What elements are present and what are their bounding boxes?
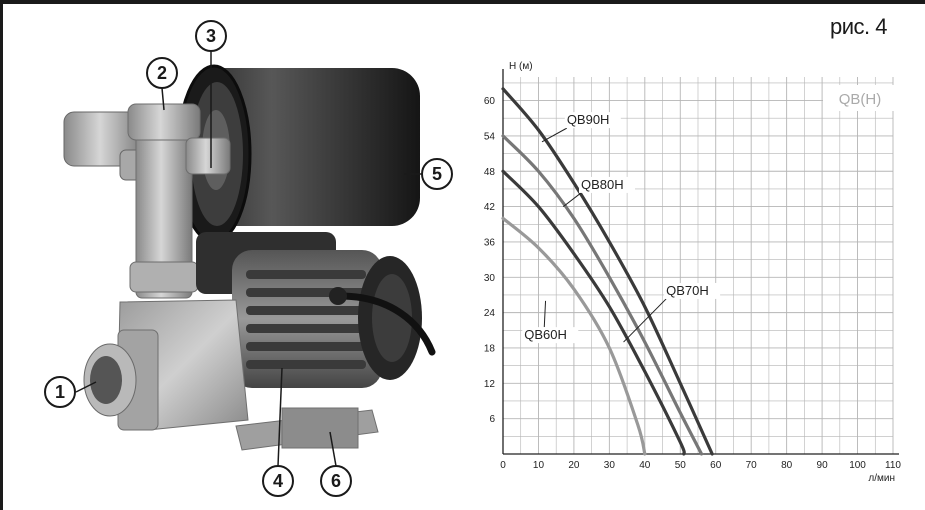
svg-text:1: 1 (55, 382, 65, 402)
svg-text:5: 5 (432, 164, 442, 184)
series-labels: QB90H QB80H QB70H QB60H (522, 112, 721, 344)
callout-2: 2 (146, 57, 178, 111)
pump-illustration: 1 2 3 4 5 6 (44, 20, 453, 497)
figure-label: рис. 4 (830, 14, 887, 39)
chart-title-bg (823, 85, 897, 111)
x-axis-label: л/мин (868, 473, 895, 484)
callout-4: 4 (262, 367, 294, 497)
x-tick-labels: 0 10 20 30 40 50 60 70 80 90 100 110 (500, 460, 901, 471)
y-tick-label: 42 (484, 202, 496, 213)
x-tick-label: 80 (781, 460, 793, 471)
performance-chart: 0 10 20 30 40 50 60 70 80 90 100 110 6 12 18 24 30 36 42 4… (484, 61, 902, 484)
power-cable (336, 292, 436, 356)
y-tick-label: 24 (484, 308, 496, 319)
pump-base (235, 407, 379, 451)
series-label-bg (564, 112, 621, 129)
series-label-bg (522, 327, 579, 344)
y-tick-label: 48 (484, 167, 496, 178)
x-tick-label: 10 (533, 460, 545, 471)
x-tick-label: 90 (817, 460, 829, 471)
riser-pipe (127, 103, 231, 299)
pump-housing (117, 299, 249, 431)
x-tick-label: 100 (849, 460, 866, 471)
series-label-leader (541, 127, 568, 143)
callout-5: 5 (404, 158, 453, 190)
series-label-qb70h: QB70H (666, 283, 709, 298)
series-label-leader (562, 192, 582, 207)
y-tick-labels: 6 12 18 24 30 36 42 48 54 60 (484, 96, 496, 425)
series-label-leader (623, 298, 667, 343)
x-tick-label: 110 (885, 460, 901, 471)
callout-3: 3 (195, 20, 227, 168)
y-tick-label: 60 (484, 96, 496, 107)
curve-qb60h (501, 216, 647, 456)
y-tick-label: 54 (484, 131, 496, 142)
x-tick-label: 40 (639, 460, 651, 471)
series-label-qb80h: QB80H (581, 177, 624, 192)
svg-text:6: 6 (331, 471, 341, 491)
cable-gland (329, 287, 347, 305)
curve-qb80h (501, 134, 704, 456)
x-tick-label: 60 (710, 460, 722, 471)
svg-text:4: 4 (273, 471, 283, 491)
y-tick-label: 18 (484, 343, 496, 354)
callout-1: 1 (44, 376, 97, 408)
x-tick-label: 20 (568, 460, 580, 471)
x-tick-label: 30 (604, 460, 616, 471)
electric-motor (196, 232, 422, 388)
x-tick-label: 70 (746, 460, 758, 471)
svg-text:2: 2 (157, 63, 167, 83)
series-label-qb60h: QB60H (524, 327, 567, 342)
y-tick-label: 36 (484, 237, 496, 248)
x-tick-label: 0 (500, 460, 506, 471)
y-tick-label: 12 (484, 379, 496, 390)
curve-qb90h (501, 87, 714, 456)
chart-title: QB(H) (839, 91, 882, 108)
series-label-bg (579, 176, 635, 193)
y-axis-label: H (м) (509, 61, 533, 72)
series-label-bg (664, 282, 721, 299)
inlet-port (83, 343, 137, 417)
x-tick-label: 50 (675, 460, 687, 471)
callout-6: 6 (320, 431, 352, 497)
series-label-qb90h: QB90H (567, 112, 610, 127)
curve-qb70h (501, 169, 686, 456)
chart-grid (502, 77, 897, 455)
y-tick-label: 6 (489, 414, 495, 425)
svg-text:3: 3 (206, 26, 216, 46)
chart-curves (501, 87, 714, 456)
series-label-leader (543, 300, 547, 328)
y-tick-label: 30 (484, 273, 496, 284)
